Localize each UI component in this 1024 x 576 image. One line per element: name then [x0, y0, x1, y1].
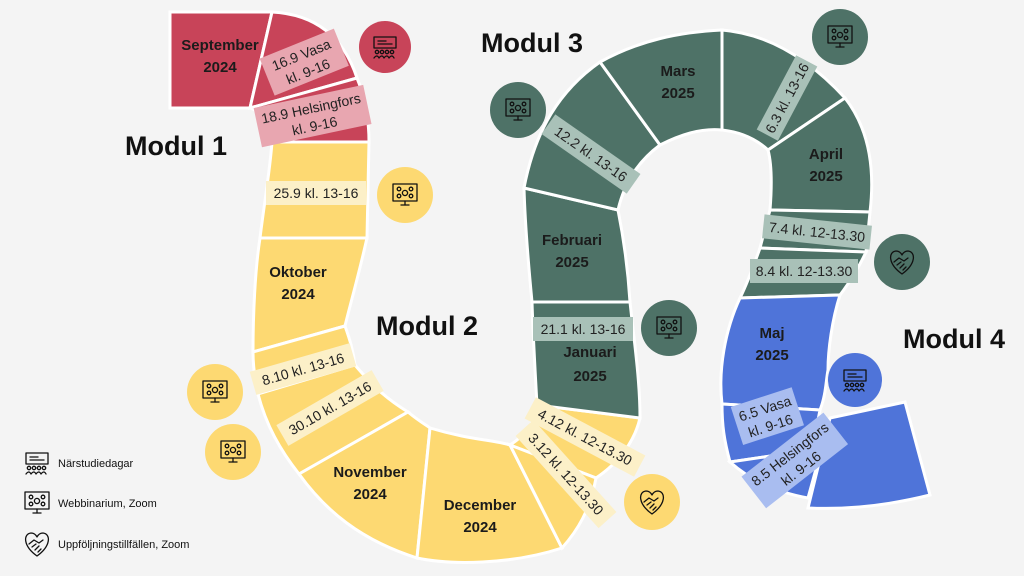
legend: Närstudiedagar Webbinarium, Zoom Uppfölj… — [24, 452, 189, 557]
year-februari: 2025 — [555, 254, 588, 271]
webinar-icon — [377, 167, 433, 223]
month-oktober: Oktober — [269, 264, 327, 281]
webinar-icon — [24, 491, 50, 514]
segment-februari — [522, 186, 632, 304]
webinar-icon — [205, 424, 261, 480]
module-headings: Modul 1 Modul 2 Modul 3 Modul 4 — [125, 28, 1005, 354]
tag-vasa-6-5 — [730, 387, 804, 446]
segment-maj — [719, 293, 843, 412]
year-september: 2024 — [203, 59, 237, 76]
year-oktober: 2024 — [281, 286, 315, 303]
module-4-heading: Modul 4 — [903, 324, 1005, 354]
month-december: December — [444, 497, 517, 514]
month-labels: September 2024 Oktober 2024 November 202… — [181, 37, 843, 536]
month-maj: Maj — [759, 325, 784, 342]
month-mars: Mars — [660, 63, 695, 80]
tag-helsingfors-8-5 — [741, 412, 849, 509]
webinar-icon — [641, 300, 697, 356]
classroom-icon — [828, 353, 882, 407]
year-december: 2024 — [463, 519, 497, 536]
segment-november — [296, 410, 432, 560]
segment-december — [415, 426, 565, 564]
tag-text-21-1: 21.1 kl. 13-16 — [541, 321, 626, 337]
legend-label-narstudiedagar: Närstudiedagar — [58, 458, 134, 470]
tag-text-8-4: 8.4 kl. 12-13.30 — [756, 263, 853, 279]
module-3-heading: Modul 3 — [481, 28, 583, 58]
module-1-heading: Modul 1 — [125, 131, 227, 161]
webinar-icon — [187, 364, 243, 420]
tag-8-4 — [750, 259, 858, 283]
icon-badges — [187, 9, 930, 530]
month-september: September — [181, 37, 259, 54]
handshake-heart-icon — [24, 532, 50, 557]
tag-12-2 — [541, 114, 641, 194]
tag-4-12 — [524, 397, 646, 477]
month-januari: Januari — [563, 344, 616, 361]
handshake-heart-icon — [874, 234, 930, 290]
segment-may-end — [806, 400, 932, 510]
classroom-icon — [25, 452, 49, 475]
classroom-icon — [359, 21, 411, 73]
tag-25-9 — [266, 181, 366, 205]
month-november: November — [333, 464, 407, 481]
tag-7-4 — [762, 214, 872, 250]
month-april: April — [809, 146, 843, 163]
tag-30-10 — [276, 370, 384, 446]
tag-text-25-9: 25.9 kl. 13-16 — [274, 185, 359, 201]
year-november: 2024 — [353, 486, 387, 503]
webinar-icon — [490, 82, 546, 138]
tag-21-1 — [533, 317, 633, 341]
month-februari: Februari — [542, 232, 602, 249]
handshake-heart-icon — [624, 474, 680, 530]
tag-6-3 — [756, 55, 818, 141]
year-januari: 2025 — [573, 368, 606, 385]
tag-3-12 — [515, 419, 617, 529]
tag-helsingfors-18-9 — [253, 84, 372, 148]
webinar-icon — [812, 9, 868, 65]
tag-vasa-16-9 — [259, 28, 349, 96]
module-2-heading: Modul 2 — [376, 311, 478, 341]
legend-label-webbinarium: Webbinarium, Zoom — [58, 498, 157, 510]
tag-8-10 — [249, 343, 357, 395]
legend-label-uppfoljning: Uppföljningstillfällen, Zoom — [58, 539, 189, 551]
year-april: 2025 — [809, 168, 842, 185]
year-maj: 2025 — [755, 347, 788, 364]
year-mars: 2025 — [661, 85, 694, 102]
